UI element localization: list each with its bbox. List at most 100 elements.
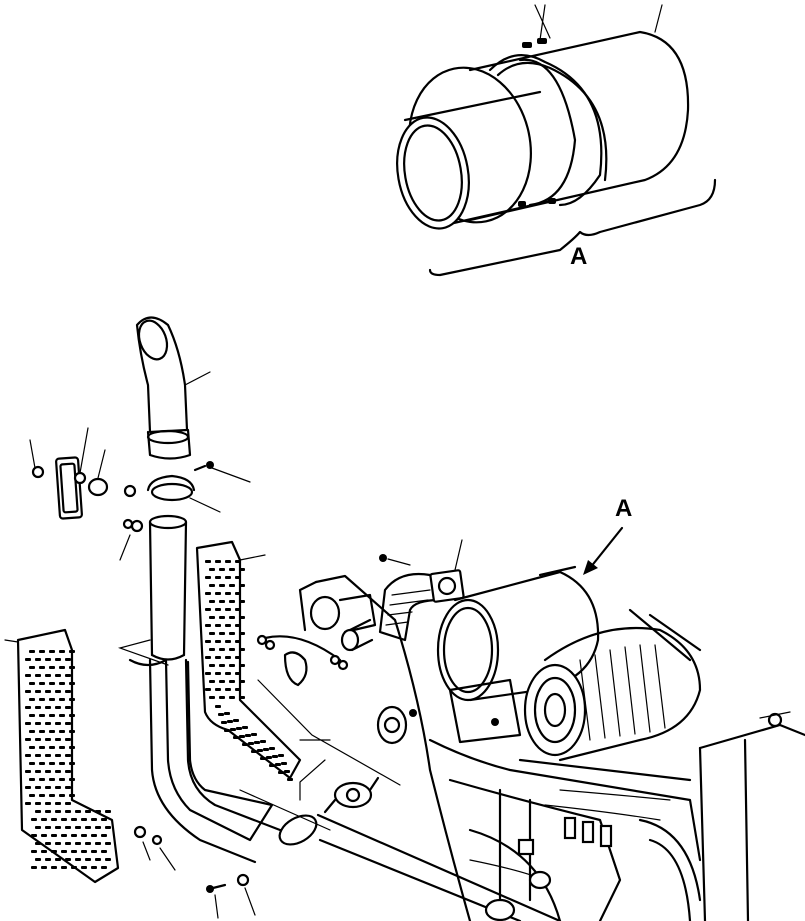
- shield-perforation: [91, 866, 97, 869]
- shield-perforation: [59, 682, 65, 685]
- shield-perforation: [49, 730, 55, 733]
- shield-perforation: [239, 696, 245, 699]
- shield-perforation: [69, 778, 75, 781]
- shield-perforation: [71, 818, 77, 821]
- shield-perforation: [49, 778, 55, 781]
- callout-a-label: A: [615, 495, 632, 522]
- shield-perforation: [65, 754, 71, 757]
- shield-perforation: [242, 726, 248, 729]
- shield-perforation: [29, 698, 35, 701]
- shield-perforation: [81, 850, 87, 853]
- shield-perforation: [59, 714, 65, 717]
- shield-perforation: [51, 866, 57, 869]
- shield-perforation: [55, 826, 61, 829]
- shield-perforation: [61, 866, 67, 869]
- shield-perforation: [25, 738, 31, 741]
- shield-perforation: [65, 738, 71, 741]
- shield-perforation: [205, 656, 211, 659]
- shield-perforation: [35, 770, 41, 773]
- shield-perforation: [51, 818, 57, 821]
- shield-perforation: [235, 640, 241, 643]
- shield-perforation: [29, 746, 35, 749]
- shield-perforation: [45, 770, 51, 773]
- shield-perforation: [59, 698, 65, 701]
- shield-perforation: [69, 730, 75, 733]
- shield-perforation: [239, 632, 245, 635]
- shield-perforation: [101, 818, 107, 821]
- shield-perforation: [65, 810, 71, 813]
- shield-perforation: [39, 666, 45, 669]
- shield-perforation: [215, 656, 221, 659]
- shield-perforation: [35, 738, 41, 741]
- shield-perforation: [55, 706, 61, 709]
- shield-perforation: [239, 584, 245, 587]
- shield-perforation: [218, 713, 224, 716]
- shield-perforation: [225, 592, 231, 595]
- shield-perforation: [101, 850, 107, 853]
- shield-perforation: [236, 727, 242, 730]
- shield-perforation: [25, 706, 31, 709]
- shield-perforation: [49, 698, 55, 701]
- shield-perforation: [25, 674, 31, 677]
- shield-perforation: [209, 584, 215, 587]
- shield-perforation: [219, 696, 225, 699]
- shield-perforation: [35, 786, 41, 789]
- shield-perforation: [215, 608, 221, 611]
- shield-perforation: [39, 698, 45, 701]
- shield-perforation: [69, 794, 75, 797]
- shield-perforation: [219, 568, 225, 571]
- shield-perforation: [239, 680, 245, 683]
- shield-perforation: [45, 754, 51, 757]
- shield-perforation: [95, 842, 101, 845]
- shield-perforation: [239, 664, 245, 667]
- shield-perforation: [29, 666, 35, 669]
- shield-perforation: [45, 690, 51, 693]
- shield-perforation: [260, 757, 266, 760]
- shield-perforation: [91, 850, 97, 853]
- engine-block: [428, 738, 702, 921]
- shield-perforation: [65, 690, 71, 693]
- shield-perforation: [239, 616, 245, 619]
- shield-perforation: [85, 842, 91, 845]
- shield-perforation: [35, 754, 41, 757]
- shield-perforation: [61, 834, 67, 837]
- shield-perforation: [239, 648, 245, 651]
- shield-perforation: [105, 810, 111, 813]
- shield-perforation: [225, 576, 231, 579]
- shield-perforation: [281, 762, 287, 765]
- shield-perforation: [35, 826, 41, 829]
- radiator: [698, 711, 805, 921]
- shield-perforation: [45, 858, 51, 861]
- shield-perforation: [35, 810, 41, 813]
- shield-perforation: [260, 740, 266, 743]
- shield-perforation: [39, 714, 45, 717]
- shield-perforation: [71, 866, 77, 869]
- shield-perforation: [69, 762, 75, 765]
- shield-perforation: [39, 730, 45, 733]
- shield-perforation: [235, 576, 241, 579]
- shield-perforation: [209, 616, 215, 619]
- shield-perforation: [29, 762, 35, 765]
- shield-perforation: [55, 722, 61, 725]
- shield-perforation: [284, 770, 290, 773]
- shield-perforation: [39, 682, 45, 685]
- shield-perforation: [275, 763, 281, 766]
- shield-perforation: [219, 632, 225, 635]
- shield-perforation: [215, 705, 221, 708]
- shield-perforation: [35, 842, 41, 845]
- shield-perforation: [225, 656, 231, 659]
- shield-perforation: [235, 624, 241, 627]
- shield-perforation: [225, 672, 231, 675]
- shield-perforation: [85, 858, 91, 861]
- shield-perforation: [245, 734, 251, 737]
- shield-perforation: [263, 748, 269, 751]
- shield-perforation: [39, 762, 45, 765]
- shield-perforation: [25, 786, 31, 789]
- detail-a-muffler-view: A: [396, 4, 717, 277]
- shield-perforation: [59, 730, 65, 733]
- shield-perforation: [55, 690, 61, 693]
- shield-perforation: [65, 722, 71, 725]
- shield-perforation: [65, 842, 71, 845]
- shield-perforation: [205, 576, 211, 579]
- shield-perforation: [29, 794, 35, 797]
